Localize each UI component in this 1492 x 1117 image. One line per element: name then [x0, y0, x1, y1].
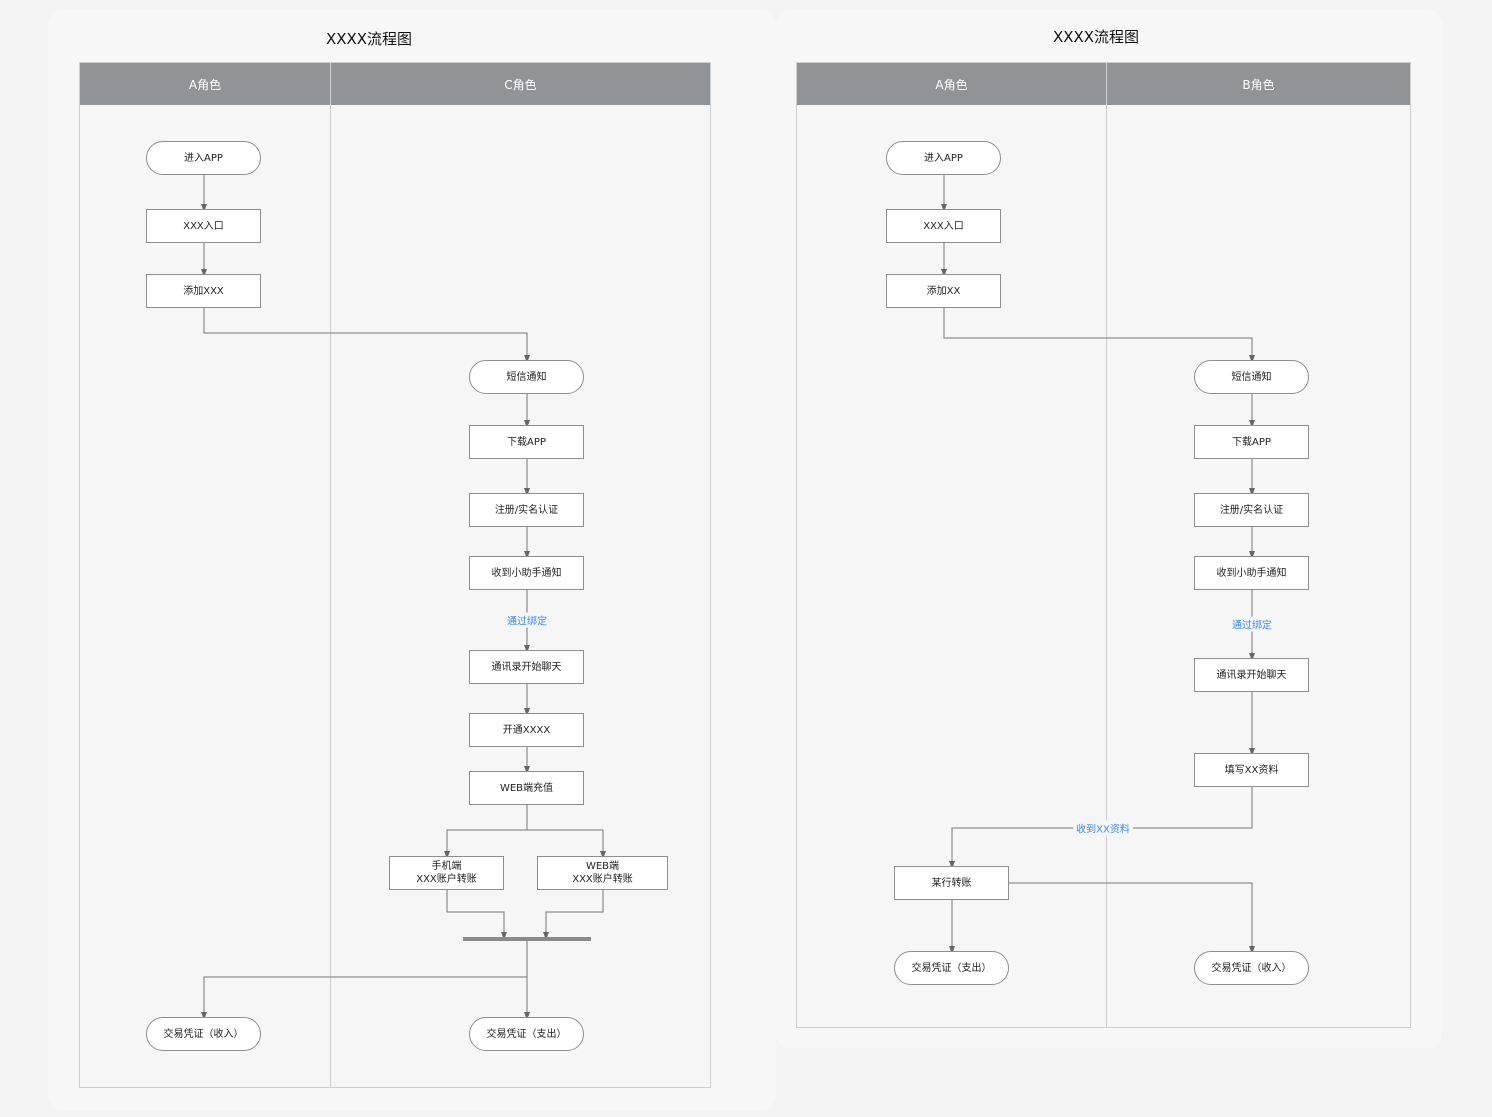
diagram-2-lane-b-header: B角色	[1107, 63, 1410, 105]
diagram-1-lane-a-header: A角色	[80, 63, 330, 105]
d1-node-receipt-income: 交易凭证（收入）	[146, 1017, 261, 1051]
d2-edge-label-bind: 通过绑定	[1229, 616, 1275, 632]
d1-node-assistant-notice: 收到小助手通知	[469, 556, 584, 590]
d1-node-contacts-chat: 通讯录开始聊天	[469, 650, 584, 684]
diagram-1-lane-divider	[330, 63, 331, 1087]
d2-node-assistant-notice: 收到小助手通知	[1194, 556, 1309, 590]
d2-node-bank-transfer: 某行转账	[894, 866, 1009, 900]
d2-node-sms-notice: 短信通知	[1194, 360, 1309, 394]
d1-node-sms-notice: 短信通知	[469, 360, 584, 394]
d1-node-xxx-entry: XXX入口	[146, 209, 261, 243]
d2-node-xxx-entry: XXX入口	[886, 209, 1001, 243]
d2-node-download-app: 下载APP	[1194, 425, 1309, 459]
d1-node-add-xxx: 添加XXX	[146, 274, 261, 308]
d1-node-web-transfer: WEB端 XXX账户转账	[537, 856, 668, 890]
d2-node-receipt-income: 交易凭证（收入）	[1194, 951, 1309, 985]
d2-node-register: 注册/实名认证	[1194, 493, 1309, 527]
d1-node-register: 注册/实名认证	[469, 493, 584, 527]
d2-node-fill-info: 填写XX资料	[1194, 753, 1309, 787]
d2-node-receipt-expense: 交易凭证（支出）	[894, 951, 1009, 985]
diagram-2-title: XXXX流程图	[1052, 28, 1140, 46]
d2-node-enter-app: 进入APP	[886, 141, 1001, 175]
d1-node-download-app: 下载APP	[469, 425, 584, 459]
d1-node-enter-app: 进入APP	[146, 141, 261, 175]
diagram-1-title: XXXX流程图	[325, 30, 413, 48]
diagram-2-lane-divider	[1106, 63, 1107, 1027]
d1-node-mobile-transfer: 手机端 XXX账户转账	[389, 856, 504, 890]
d1-node-open-xxxx: 开通XXXX	[469, 713, 584, 747]
diagram-1-lane-c-header: C角色	[331, 63, 710, 105]
d1-node-web-recharge: WEB端充值	[469, 771, 584, 805]
diagram-2-lane-a-header: A角色	[797, 63, 1106, 105]
d1-edge-label-bind: 通过绑定	[504, 612, 550, 628]
d2-edge-label-received-info: 收到XX资料	[1073, 820, 1133, 836]
d1-node-receipt-expense: 交易凭证（支出）	[469, 1017, 584, 1051]
d2-node-add-xx: 添加XX	[886, 274, 1001, 308]
diagram-2-frame	[796, 62, 1411, 1028]
d2-node-contacts-chat: 通讯录开始聊天	[1194, 658, 1309, 692]
